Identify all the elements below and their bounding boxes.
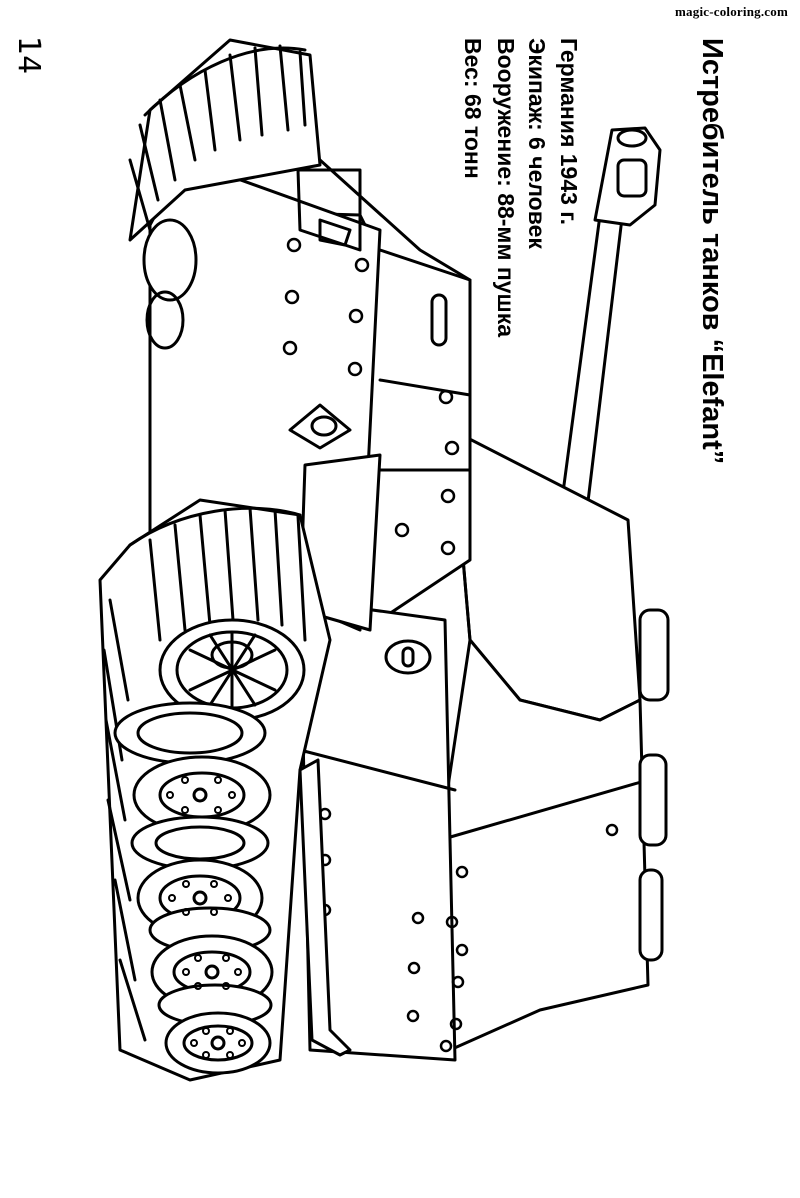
- track-guard: [298, 758, 352, 1057]
- road-wheels: [113, 701, 274, 1075]
- wheel-bolts: [166, 776, 246, 1059]
- rear-track: [128, 38, 322, 350]
- casemate: [438, 428, 670, 1052]
- rivets: [282, 237, 619, 1053]
- site-watermark: magic-coloring.com: [675, 4, 788, 19]
